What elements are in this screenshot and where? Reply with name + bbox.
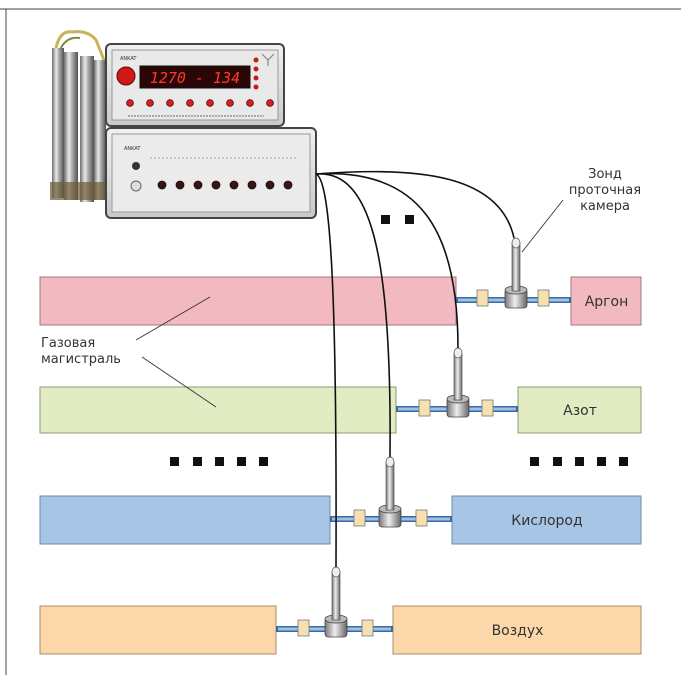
top-brand: ANKAT [120, 56, 137, 62]
cable-air [315, 173, 337, 568]
ellipsis-right [530, 457, 628, 466]
gas-line-label: Газовая магистраль [41, 336, 121, 368]
probe-label-line-1: Зонд [588, 167, 622, 182]
argon-outlet-box [570, 276, 642, 326]
bottom-brand: ANKAT [124, 146, 141, 152]
gas-line-air [39, 605, 642, 655]
probe-label-line-3: камера [580, 199, 630, 214]
top-buttons [126, 99, 274, 107]
cable-nitrogen [315, 172, 459, 349]
led-display [139, 65, 251, 89]
probe-cables [315, 170, 515, 568]
gas-label-argon: Аргон [584, 293, 629, 310]
leader-gas-line-top [135, 296, 211, 341]
leader-probe [521, 199, 564, 253]
flow-cell-oxygen [330, 456, 452, 528]
channel-sockets [157, 180, 293, 190]
display-unit: ANKAT 1270 - 134 [105, 43, 285, 127]
gas-line-label-line-1: Газовая [41, 336, 96, 351]
probe-nitrogen [453, 352, 463, 401]
probe-label-line-2: проточная [568, 183, 642, 198]
brand-mark-top [261, 53, 275, 66]
probe-label: Зонд проточная камера [563, 167, 647, 215]
gas-line-label-line-2: магистраль [41, 352, 121, 367]
gas-analyzer-device: ANKAT 1270 - 134 ANKAT [50, 30, 317, 219]
cable-argon [315, 170, 515, 239]
ellipsis-left [170, 457, 268, 466]
channel-unit: ANKAT [105, 127, 317, 219]
nitrogen-outlet-box [517, 386, 642, 434]
sensor-cylinders [50, 30, 108, 202]
flow-cell-nitrogen [396, 347, 518, 418]
cable-oxygen [315, 173, 391, 458]
gas-label-air: Воздух [491, 622, 544, 639]
probe-air [331, 571, 341, 621]
leader-lines [135, 199, 564, 408]
probe-argon [511, 242, 521, 292]
air-outlet-box [392, 605, 642, 655]
flow-cell-argon [456, 237, 571, 309]
top-indicators [253, 57, 259, 90]
ellipsis-top [381, 215, 414, 224]
power-button [116, 66, 136, 86]
gas-label-oxygen: Кислород [511, 512, 583, 529]
gas-label-nitrogen: Азот [563, 402, 597, 419]
led-display-value: 1270 - 134 [150, 69, 240, 87]
probe-oxygen [385, 461, 395, 511]
flow-cell-air [276, 566, 393, 638]
leader-gas-line-bottom [141, 356, 217, 408]
gas-line-nitrogen [39, 386, 642, 434]
